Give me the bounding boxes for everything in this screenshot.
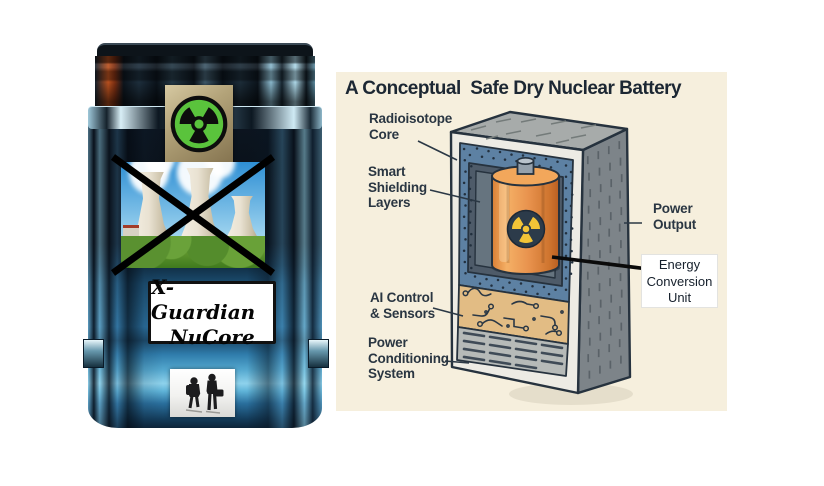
radiation-trefoil-green [170,95,228,152]
callout-line: Output [653,216,697,232]
callout-line: AI Control [370,290,434,305]
top-face-hatching [470,118,597,144]
callout-line: Conditioning [368,350,449,366]
radiation-trefoil-icon [165,85,233,162]
callout-line: & Sensors [370,305,435,321]
power-conditioning-vents [456,326,569,377]
radioisotope-core-line [417,140,458,161]
power-conditioning-line [444,360,470,364]
callout-power-conditioning-system: Power Conditioning System [368,335,449,382]
left-clamp-tab [83,339,104,368]
smart-shielding-line [429,189,481,203]
brand-line-2: NuCore [169,325,255,349]
callout-lines [417,140,642,364]
battery-cutaway-illustration [417,110,649,405]
callout-line: Core [369,126,399,142]
callout-line: Power [368,335,408,350]
callout-line: Radioisotope [369,111,453,126]
circuit-nodes [462,290,564,337]
radioisotope-core-cylinder [491,157,560,275]
callout-ai-control-sensors: AI Control & Sensors [370,290,435,321]
brand-line-1: X-Guardian [151,275,256,324]
energy-conversion-arrow [551,255,649,271]
callout-smart-shielding-layers: Smart Shielding Layers [368,164,427,211]
right-clamp-tab [308,339,329,368]
callout-line: Power [653,201,693,216]
vent-slots [462,331,564,370]
callout-line: Conversion [646,273,713,289]
circuit-traces [467,287,560,335]
callout-line: Smart [368,164,406,179]
brand-name-plate: X-Guardian NuCore [148,275,276,349]
people-silhouettes [185,373,224,414]
callout-line: Shielding [368,179,427,195]
shielding-dots [462,147,574,296]
box-shadow [509,383,633,405]
people-silhouettes-icon [170,369,235,417]
concept-diagram-panel: A Conceptual Safe Dry Nuclear Battery Ra… [336,72,727,411]
callout-line: Unit [667,290,692,305]
callout-line: Energy [658,257,701,272]
callout-line: System [368,366,415,381]
ai-control-line [432,307,464,317]
plant-building [123,225,139,238]
right-face-texture [586,141,623,379]
callout-power-output: Power Output [653,201,696,232]
radiation-trefoil-icon [506,209,546,249]
callout-radioisotope-core: Radioisotope Core [369,111,452,142]
callout-energy-conversion-unit: Energy Conversion Unit [641,254,718,308]
nuclear-battery-product-photo: X-Guardian NuCore [83,43,329,428]
crossed-out-x-mark [110,154,276,276]
diagram-title: A Conceptual Safe Dry Nuclear Battery [345,78,682,99]
callout-line: Layers [368,195,411,210]
